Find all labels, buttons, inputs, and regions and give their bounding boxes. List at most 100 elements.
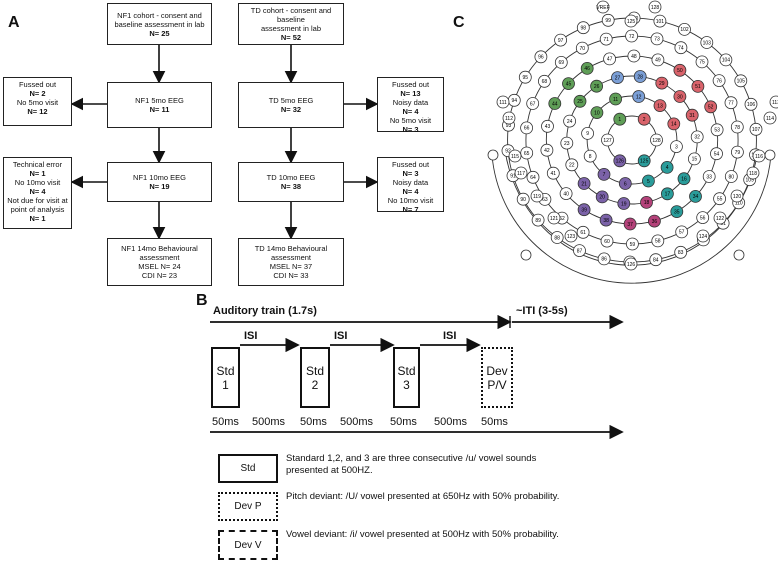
electrode-label: 91 bbox=[510, 174, 516, 180]
electrode-label: 30 bbox=[677, 94, 683, 100]
electrode-label: 95 bbox=[523, 75, 529, 81]
electrode-label: 65 bbox=[524, 151, 530, 157]
std3-number: 3 bbox=[403, 377, 410, 392]
electrode-label: 115 bbox=[511, 154, 519, 160]
excl-reason: Noisy data bbox=[392, 178, 429, 187]
nf1-14mo-cdi: CDI N= 23 bbox=[141, 271, 178, 280]
legend-std-text: Standard 1,2, and 3 are three consecutiv… bbox=[286, 453, 537, 476]
electrode bbox=[601, 13, 615, 27]
electrode-label: 107 bbox=[752, 127, 761, 133]
cap-ring bbox=[586, 95, 678, 185]
electrode bbox=[700, 36, 714, 49]
electrode-label: 126 bbox=[616, 159, 625, 165]
nf1-10mo-exclusion-box: Technical error N= 1 No 10mo visit N= 4 … bbox=[3, 157, 72, 229]
excl-reason: Fussed out bbox=[391, 80, 430, 89]
electrode-label: 63 bbox=[542, 197, 548, 203]
electrode bbox=[599, 32, 613, 46]
reference-marker bbox=[487, 149, 499, 161]
electrode bbox=[565, 158, 579, 172]
electrode-label: 42 bbox=[544, 148, 550, 154]
td-14mo-cdi: CDI N= 33 bbox=[273, 271, 309, 280]
electrode-label: 47 bbox=[607, 57, 613, 63]
excl-n: N= 4 bbox=[29, 187, 46, 196]
electrode bbox=[651, 234, 665, 248]
electrode-label: 126 bbox=[627, 262, 636, 268]
electrode-label: 122 bbox=[716, 216, 725, 222]
electrode bbox=[624, 257, 638, 271]
panel-c-label: C bbox=[453, 14, 465, 31]
electrode-label: 16 bbox=[681, 177, 687, 183]
electrode bbox=[596, 0, 610, 14]
nf1-cohort-line2: baseline assessment in lab bbox=[114, 19, 205, 29]
electrode bbox=[702, 170, 716, 183]
electrode bbox=[540, 143, 554, 157]
electrode bbox=[651, 53, 665, 67]
electrode bbox=[603, 52, 616, 66]
td-cohort-box: TD cohort - consent and baseline assessm… bbox=[238, 3, 344, 45]
electrode-label: 77 bbox=[728, 101, 734, 107]
electrode-label: 49 bbox=[655, 58, 661, 64]
electrode bbox=[546, 166, 560, 180]
electrode-label: 14 bbox=[671, 122, 677, 128]
electrode-label: 13 bbox=[657, 103, 663, 109]
td-5mo-box: TD 5mo EEG N= 32 bbox=[238, 82, 344, 128]
electrode bbox=[550, 231, 564, 244]
electrode-label: 38 bbox=[603, 218, 609, 224]
electrode-label: 125 bbox=[627, 19, 636, 25]
electrode bbox=[547, 211, 561, 225]
electrode-label: 54 bbox=[714, 152, 720, 158]
electrode-label: 59 bbox=[630, 242, 636, 248]
electrode-label: 75 bbox=[699, 60, 705, 66]
electrode bbox=[564, 229, 578, 243]
electrode bbox=[559, 187, 573, 201]
td-10mo-box: TD 10mo EEG N= 38 bbox=[238, 162, 344, 202]
electrode bbox=[677, 172, 691, 186]
electrode-label: 23 bbox=[564, 141, 570, 147]
electrode-label: 32 bbox=[694, 135, 700, 141]
electrode bbox=[637, 154, 651, 168]
duration-label: 50ms bbox=[390, 416, 417, 428]
electrode bbox=[734, 74, 748, 88]
reference-marker bbox=[733, 249, 745, 261]
electrode bbox=[633, 70, 647, 83]
excl-n: N= 7 bbox=[402, 205, 419, 214]
electrode bbox=[562, 77, 575, 90]
electrode-label: 17 bbox=[665, 192, 671, 198]
electrode bbox=[526, 97, 540, 110]
electrode bbox=[530, 189, 544, 203]
electrode bbox=[626, 237, 639, 251]
nf1-5mo-label: NF1 5mo EEG bbox=[135, 96, 184, 105]
legend-devp-box: Dev P bbox=[218, 492, 278, 521]
electrode bbox=[640, 195, 653, 209]
excl-reason: Fussed out bbox=[18, 80, 57, 89]
electrode-label: 93 bbox=[506, 123, 512, 129]
electrode bbox=[655, 76, 669, 90]
isi-label: ISI bbox=[334, 330, 348, 342]
electrode-label: 3 bbox=[675, 144, 678, 150]
legend-std-label: Std bbox=[240, 463, 256, 474]
electrode bbox=[674, 245, 688, 259]
electrode-label: 58 bbox=[655, 239, 661, 245]
td-14mo-line1: TD 14mo Behavioural bbox=[254, 244, 328, 253]
electrode-label: 101 bbox=[656, 19, 665, 25]
electrode bbox=[673, 90, 687, 103]
electrode bbox=[704, 100, 718, 114]
reference-marker bbox=[520, 249, 532, 261]
electrode bbox=[595, 190, 609, 204]
electrode-label: 114 bbox=[766, 116, 774, 122]
electrode bbox=[618, 177, 632, 190]
cap-outer-arc bbox=[491, 154, 772, 284]
electrode-label: VREF bbox=[596, 5, 609, 11]
electrode bbox=[673, 63, 687, 77]
electrode-label: 123 bbox=[567, 234, 576, 240]
electrode-label: 18 bbox=[644, 200, 650, 206]
electrode-label: 1 bbox=[618, 117, 621, 123]
electrode-label: 72 bbox=[629, 34, 635, 40]
electrode bbox=[518, 70, 532, 84]
electrode bbox=[675, 225, 689, 239]
excl-n: N= 4 bbox=[402, 187, 419, 196]
electrode-label: 11 bbox=[613, 97, 618, 103]
electrode-label: 5 bbox=[647, 179, 650, 185]
electrode bbox=[678, 22, 691, 36]
electrode bbox=[613, 112, 627, 126]
